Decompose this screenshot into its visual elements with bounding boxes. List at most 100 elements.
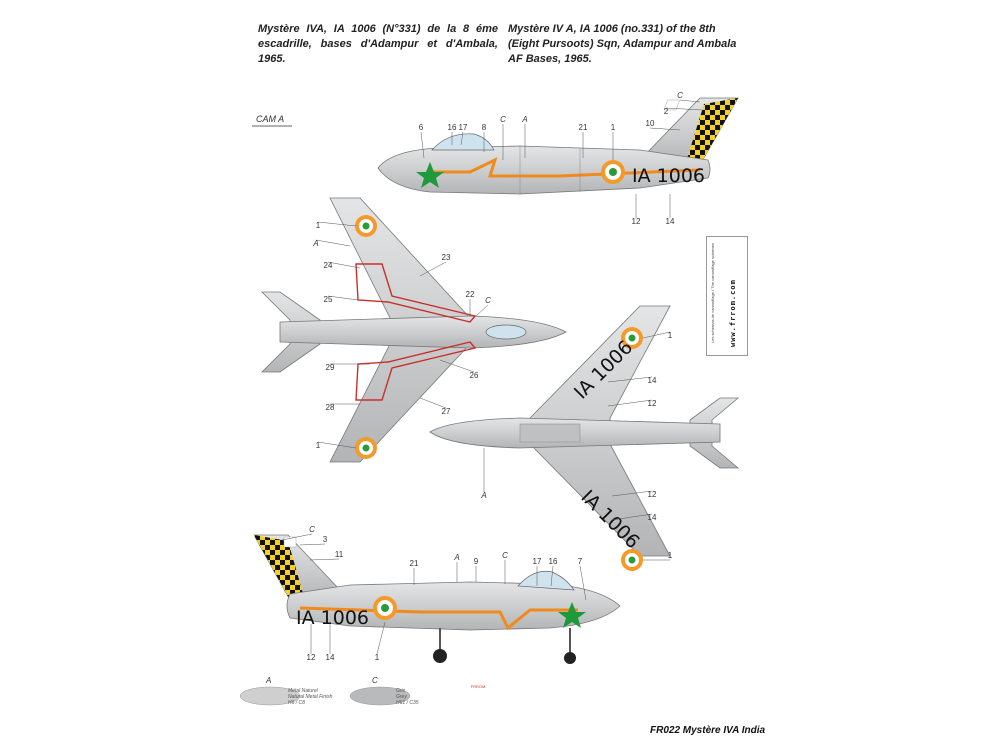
callout-number: 1 — [668, 331, 673, 340]
sidebar-url: www.frrom.com — [729, 279, 737, 347]
callout-number: 17 — [459, 123, 468, 132]
callout-leader — [642, 331, 671, 339]
callout-number: 29 — [326, 363, 335, 372]
upper-fuselage — [279, 315, 567, 349]
callout-leader — [439, 359, 475, 373]
callout-number: 14 — [326, 653, 335, 662]
callout-leader — [327, 261, 361, 269]
callout-number: 21 — [579, 123, 588, 132]
main-wheel — [433, 649, 447, 663]
callout-number: 28 — [326, 403, 335, 412]
callout-leader — [611, 513, 653, 521]
callout-number: 10 — [646, 119, 655, 128]
callout-number: 1 — [316, 221, 321, 230]
callout-number: C — [500, 115, 506, 124]
fin-flash-bottom — [283, 536, 297, 548]
canopy-top-profile — [431, 133, 495, 151]
callout-leader — [475, 304, 489, 317]
callout-number: 12 — [307, 653, 316, 662]
callout-number: 8 — [482, 123, 487, 132]
green-star-bottom — [558, 602, 586, 628]
callout-number: 6 — [419, 123, 424, 132]
callout-leader — [315, 239, 351, 247]
callout-number: 3 — [323, 535, 328, 544]
callout-number: 14 — [648, 513, 657, 522]
callout-number: C — [677, 91, 683, 100]
callout-number: A — [480, 491, 486, 500]
callout-number: 1 — [375, 653, 380, 662]
callout-leader — [607, 376, 653, 383]
red-outline-lower — [355, 341, 477, 401]
legend-swatch-a — [239, 686, 301, 706]
footer-title: FR022 Mystère IVA India — [650, 725, 766, 736]
callout-number: 1 — [668, 551, 673, 560]
frrom-logo: FRROM — [470, 684, 486, 689]
legend-letter-c: C — [372, 676, 378, 685]
callout-leader — [317, 441, 357, 449]
callout-number: C — [502, 551, 508, 560]
callout-number: 1 — [316, 441, 321, 450]
callout-leader — [649, 127, 681, 131]
sidebar-small-text: Les schémas de camouflage / The camoufla… — [710, 243, 715, 343]
callout-number: 7 — [578, 557, 583, 566]
registration-bottom-profile: IA 1006 — [296, 607, 369, 629]
fuselage-top-profile — [377, 145, 711, 195]
legend-swatch-c — [349, 686, 411, 706]
callout-number: C — [485, 296, 491, 305]
legend-text-a: Métal Naturel Natural Metal Finish H6 / … — [288, 688, 333, 706]
side-profile-bottom: IA 1006 — [253, 534, 621, 664]
callout-number: 22 — [466, 290, 475, 299]
callout-leader — [309, 558, 340, 561]
callout-leader — [607, 399, 653, 407]
callout-number: 14 — [666, 217, 675, 226]
caption-english: Mystère IV A, IA 1006 (no.331) of the 8t… — [508, 23, 737, 65]
callout-leader — [611, 490, 653, 497]
info-sidebar: Les schémas de camouflage / The camoufla… — [706, 236, 748, 356]
callout-number: 24 — [324, 261, 333, 270]
callout-number: 17 — [533, 557, 542, 566]
green-star-top — [416, 162, 444, 188]
callout-number: 2 — [664, 107, 669, 116]
registration-top-profile: IA 1006 — [632, 165, 705, 187]
callout-leader — [299, 543, 326, 546]
tail-checker-bottom — [254, 535, 304, 600]
callout-leader — [679, 99, 701, 103]
side-profile-top: IA 1006 — [377, 97, 739, 195]
callout-leader — [281, 533, 313, 541]
callout-number: A — [521, 115, 527, 124]
gear-bays — [519, 423, 581, 443]
callout-number: 23 — [442, 253, 451, 262]
callout-number: A — [312, 239, 318, 248]
red-outline-upper — [355, 263, 477, 323]
callout-number: 12 — [648, 490, 657, 499]
orange-stripe-bottom — [299, 606, 578, 631]
callout-number: 21 — [410, 559, 419, 568]
callout-leader — [317, 221, 357, 227]
callout-number: 9 — [474, 557, 479, 566]
legend-text-c: Gris Grey H61 / C35 — [396, 688, 419, 706]
callout-number: 16 — [549, 557, 558, 566]
callout-leader — [327, 295, 359, 301]
callout-number: A — [453, 553, 459, 562]
callout-leader — [420, 131, 425, 159]
orange-stripe-top — [430, 157, 701, 178]
callout-number: 11 — [335, 550, 344, 559]
fin-flash — [663, 99, 680, 111]
callout-leader — [550, 565, 554, 587]
fuselage-bottom-profile — [286, 581, 621, 631]
callout-number: C — [309, 525, 315, 534]
callout-number: 26 — [470, 371, 479, 380]
legend-letter-a: A — [266, 676, 272, 685]
callout-leader — [665, 107, 703, 111]
callout-number: 14 — [648, 376, 657, 385]
canopy-bottom-profile — [517, 570, 575, 591]
callout-leader — [376, 621, 386, 655]
callout-leader — [579, 565, 587, 601]
nose-wheel — [564, 652, 576, 664]
upper-canopy — [485, 324, 527, 340]
callout-number: 1 — [611, 123, 616, 132]
caption-french: Mystère IVA, IA 1006 (N°331) de la 8 éme… — [258, 23, 498, 65]
upper-planform — [261, 197, 567, 463]
